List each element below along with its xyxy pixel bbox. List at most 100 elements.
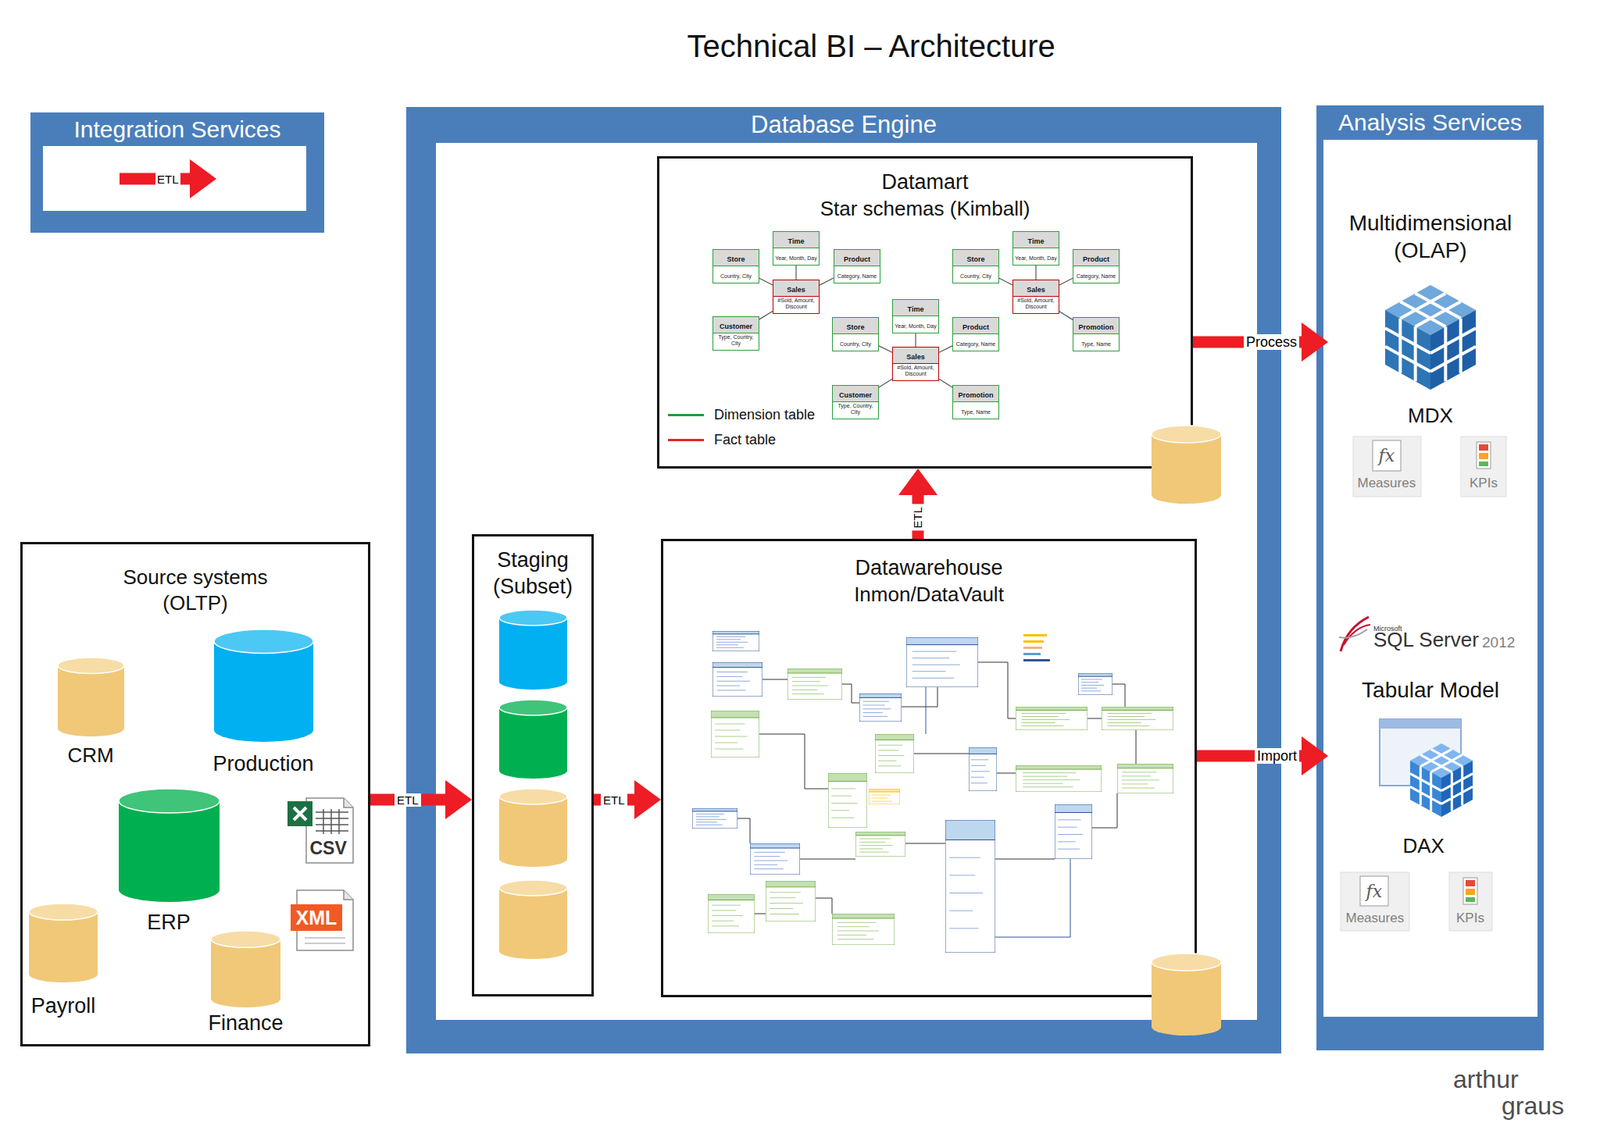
table-name: Product [843,255,871,265]
table-columns-row: Year, Month, Day [1013,248,1059,265]
cylinder-label-row: Finance [204,1010,287,1038]
panel-title-row: Integration Services [30,112,325,147]
illustration-part [343,890,354,900]
table-name-row: Product [834,250,880,267]
fact-table: Sales#Sold, Amount, Discount [772,279,820,315]
table-columns-row: #Sold, Amount, Discount [773,296,819,314]
table-columns: #Sold, Amount, Discount [775,297,818,311]
section-title: Tabular Model [1361,676,1500,704]
database-cylinder: CRM [51,657,130,769]
table-name: Product [962,323,990,333]
dimension-table: TimeYear, Month, Day [892,299,940,334]
database-cylinder: ERP [117,789,221,937]
box-title-row: Datamart [659,169,1191,197]
free-label: arthur [1453,1067,1519,1093]
edge-label-wrap: ETL [600,793,628,808]
dimension-table: CustomerType, Country, City [712,316,760,351]
table-name: Store [726,255,745,265]
free-label: Measures [1357,475,1417,492]
table-columns-row: Category, Name [1073,266,1119,283]
free-label: KPIs [1456,910,1485,927]
table-name-row: Product [1073,250,1119,267]
fact-table: Sales #Sold, Amount, Discount [892,346,940,382]
legend-text-wrap: Dimension table [714,407,815,424]
table-name: Customer [719,322,753,332]
cylinder-label-row: Payroll [24,993,103,1021]
database-cylinder: Production [204,629,322,779]
illustration-part [287,801,313,827]
cylinder-top [118,789,220,814]
edge-label: ETL [600,793,628,808]
table-name-row: Product [953,317,999,335]
table-name-row: Customer [713,317,759,334]
legend-line-sample [667,414,704,417]
box-title-row: Datawarehouse [663,555,1195,583]
illustration-part [315,809,349,835]
section-title: Multidimensional (OLAP) [1328,209,1533,265]
cylinder-bottom [214,718,314,743]
table-columns: Country, City [720,273,752,280]
table-columns-row: #Sold, Amount, Discount [892,364,939,381]
cylinder-top [57,657,125,674]
table-name: Customer [839,391,872,400]
free-label-wrap: 2012 [1482,634,1515,652]
csv-file-icon [287,798,354,864]
box-subtitle: Inmon/DataVault [853,582,1004,608]
table-columns: Type, Name [1081,341,1111,348]
group-box: Staging (Subset) [471,534,594,997]
box-subtitle-row: Inmon/DataVault [663,582,1195,608]
cylinder-body [57,665,125,729]
table-columns: #Sold, Amount, Discount [894,364,937,379]
free-label: KPIs [1469,475,1498,492]
table-columns: Category, Name [1076,273,1116,280]
table-columns: Year, Month, Day [894,323,936,330]
database-cylinder: Payroll [24,903,103,1021]
legend-text: Dimension table [714,407,815,424]
table-columns: Category, Name [837,273,877,280]
illustration-part [304,938,346,944]
dimension-table: PromotionType, Name [1072,317,1120,352]
box-title: Datawarehouse [854,555,1003,583]
box-title: Staging (Subset) [478,547,588,601]
diagram-title-wrap: Technical BI – Architecture [687,28,1056,65]
table-name: Sales [906,353,925,362]
box-title-row: Staging (Subset) [474,547,592,601]
cylinder-body [28,912,98,975]
cylinder-bottom [28,966,98,983]
table-name-row: Sales [892,347,939,365]
table-columns-row: Year, Month, Day [773,248,819,265]
free-label-wrap: XML [296,907,338,930]
database-cylinder: Finance [204,931,287,1038]
free-label: MDX [1407,404,1454,429]
free-label-wrap: DAX [1403,835,1445,859]
cylinder-shape [210,931,281,1008]
cylinder-bottom [210,991,281,1008]
legend-text: Fact table [714,432,776,449]
table-columns-row: Type, Country, City [832,402,879,419]
illustration-part [293,807,307,821]
table-name-row: Store [832,317,879,335]
free-label: CSV [310,838,347,859]
section: Tabular Model [1328,676,1533,825]
table-name: Promotion [958,391,994,400]
free-label: XML [296,907,338,930]
panel-title: Integration Services [73,112,281,147]
table-columns: Type, Country, City [834,403,877,417]
table-name-row: Customer [832,385,879,403]
cylinder-shape [214,629,314,743]
free-label: fx [1366,882,1383,902]
table-name-row: Store [713,250,759,267]
dimension-table: StoreCountry, City [952,249,1000,284]
panel-inner [1323,139,1538,1018]
illustration-part [343,798,354,808]
cylinder-label-row: Production [204,751,322,779]
table-columns-row: Country, City [713,266,759,283]
table-name: Product [1082,255,1110,265]
illustration-part [306,798,354,864]
table-columns: Country, City [960,273,992,280]
section: Multidimensional (OLAP) [1328,209,1533,397]
table-columns-row: Category, Name [834,266,880,283]
free-label-wrap: arthur [1453,1067,1519,1093]
cylinder-bottom [118,878,220,903]
